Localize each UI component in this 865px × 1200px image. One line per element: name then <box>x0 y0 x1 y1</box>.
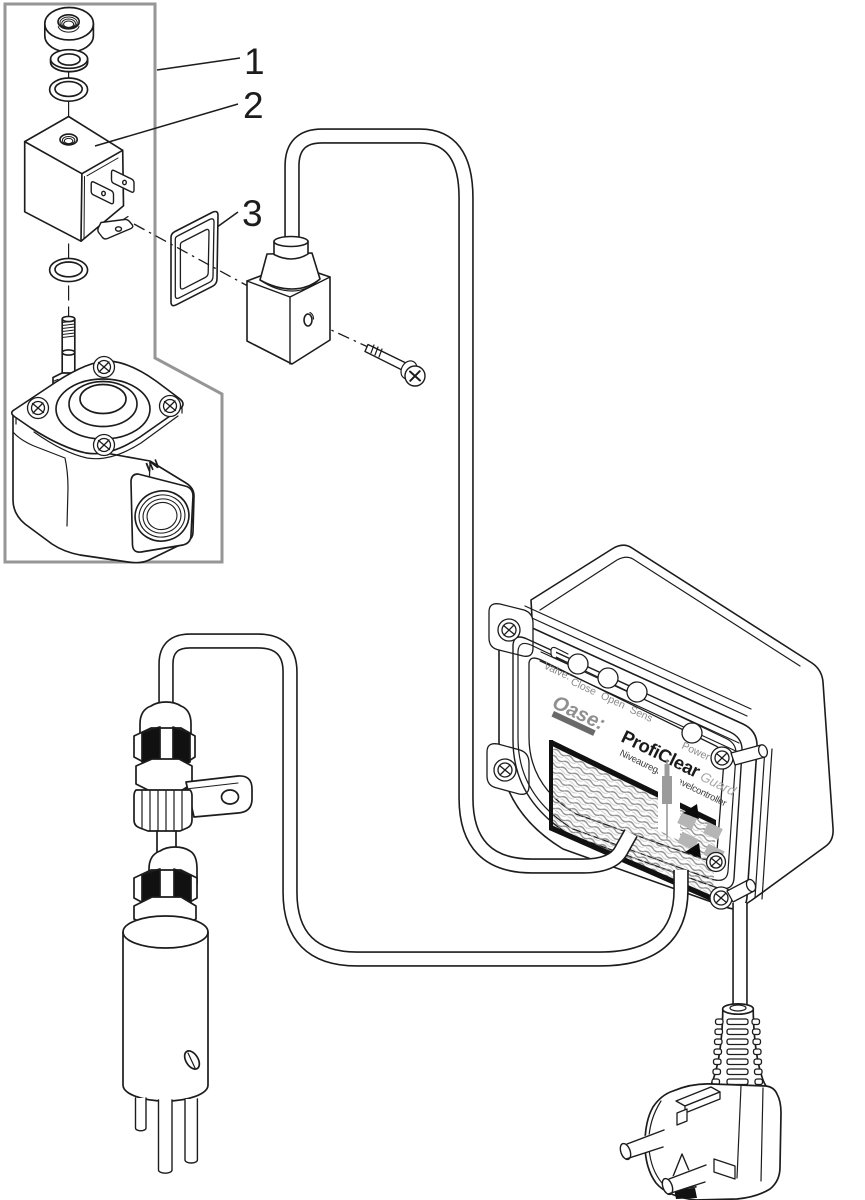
svg-text:3: 3 <box>242 193 263 234</box>
svg-text:IN: IN <box>144 456 162 475</box>
svg-text:1: 1 <box>244 41 265 82</box>
svg-text:2: 2 <box>243 85 264 126</box>
